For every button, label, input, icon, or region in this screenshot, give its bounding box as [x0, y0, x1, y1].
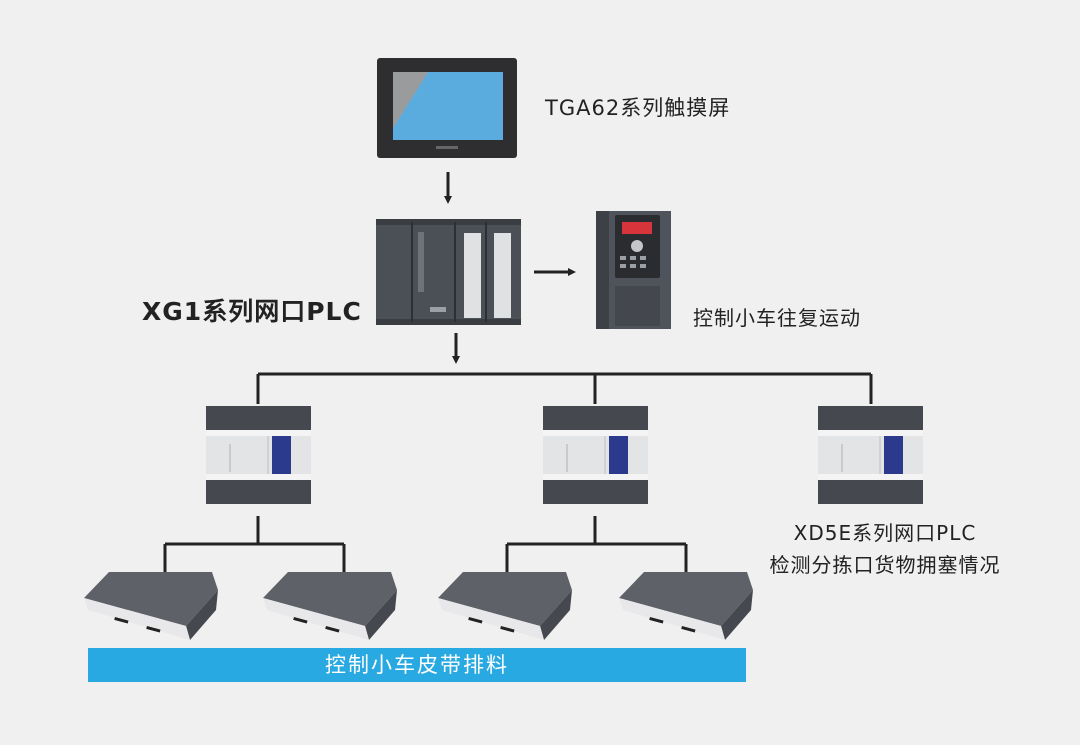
xd5e-plc-label-line2: 检测分拣口货物拥塞情况 [769, 553, 1001, 577]
xd5e-plc-label: XD5E系列网口PLC 检测分拣口货物拥塞情况 [760, 517, 1010, 581]
inverter-device [596, 211, 671, 329]
xd5e-plc-device-1 [206, 406, 311, 504]
cart-device-1 [84, 572, 218, 640]
xg1-plc-device [376, 219, 521, 325]
xd5e-plc-label-line1: XD5E系列网口PLC [793, 521, 977, 545]
inverter-label: 控制小车往复运动 [693, 306, 861, 330]
network-bus [256, 372, 873, 404]
cart-device-3 [438, 572, 572, 640]
touchscreen-device [377, 58, 517, 158]
cart-device-4 [619, 572, 753, 640]
cart-branch-lines [163, 516, 688, 572]
cart-device-2 [263, 572, 397, 640]
touchscreen-label: TGA62系列触摸屏 [545, 96, 731, 120]
xd5e-plc-device-3 [818, 406, 923, 504]
xd5e-plc-device-2 [543, 406, 648, 504]
xg1-plc-label: XG1系列网口PLC [142, 297, 362, 326]
cart-belt-banner: 控制小车皮带排料 [88, 648, 746, 682]
